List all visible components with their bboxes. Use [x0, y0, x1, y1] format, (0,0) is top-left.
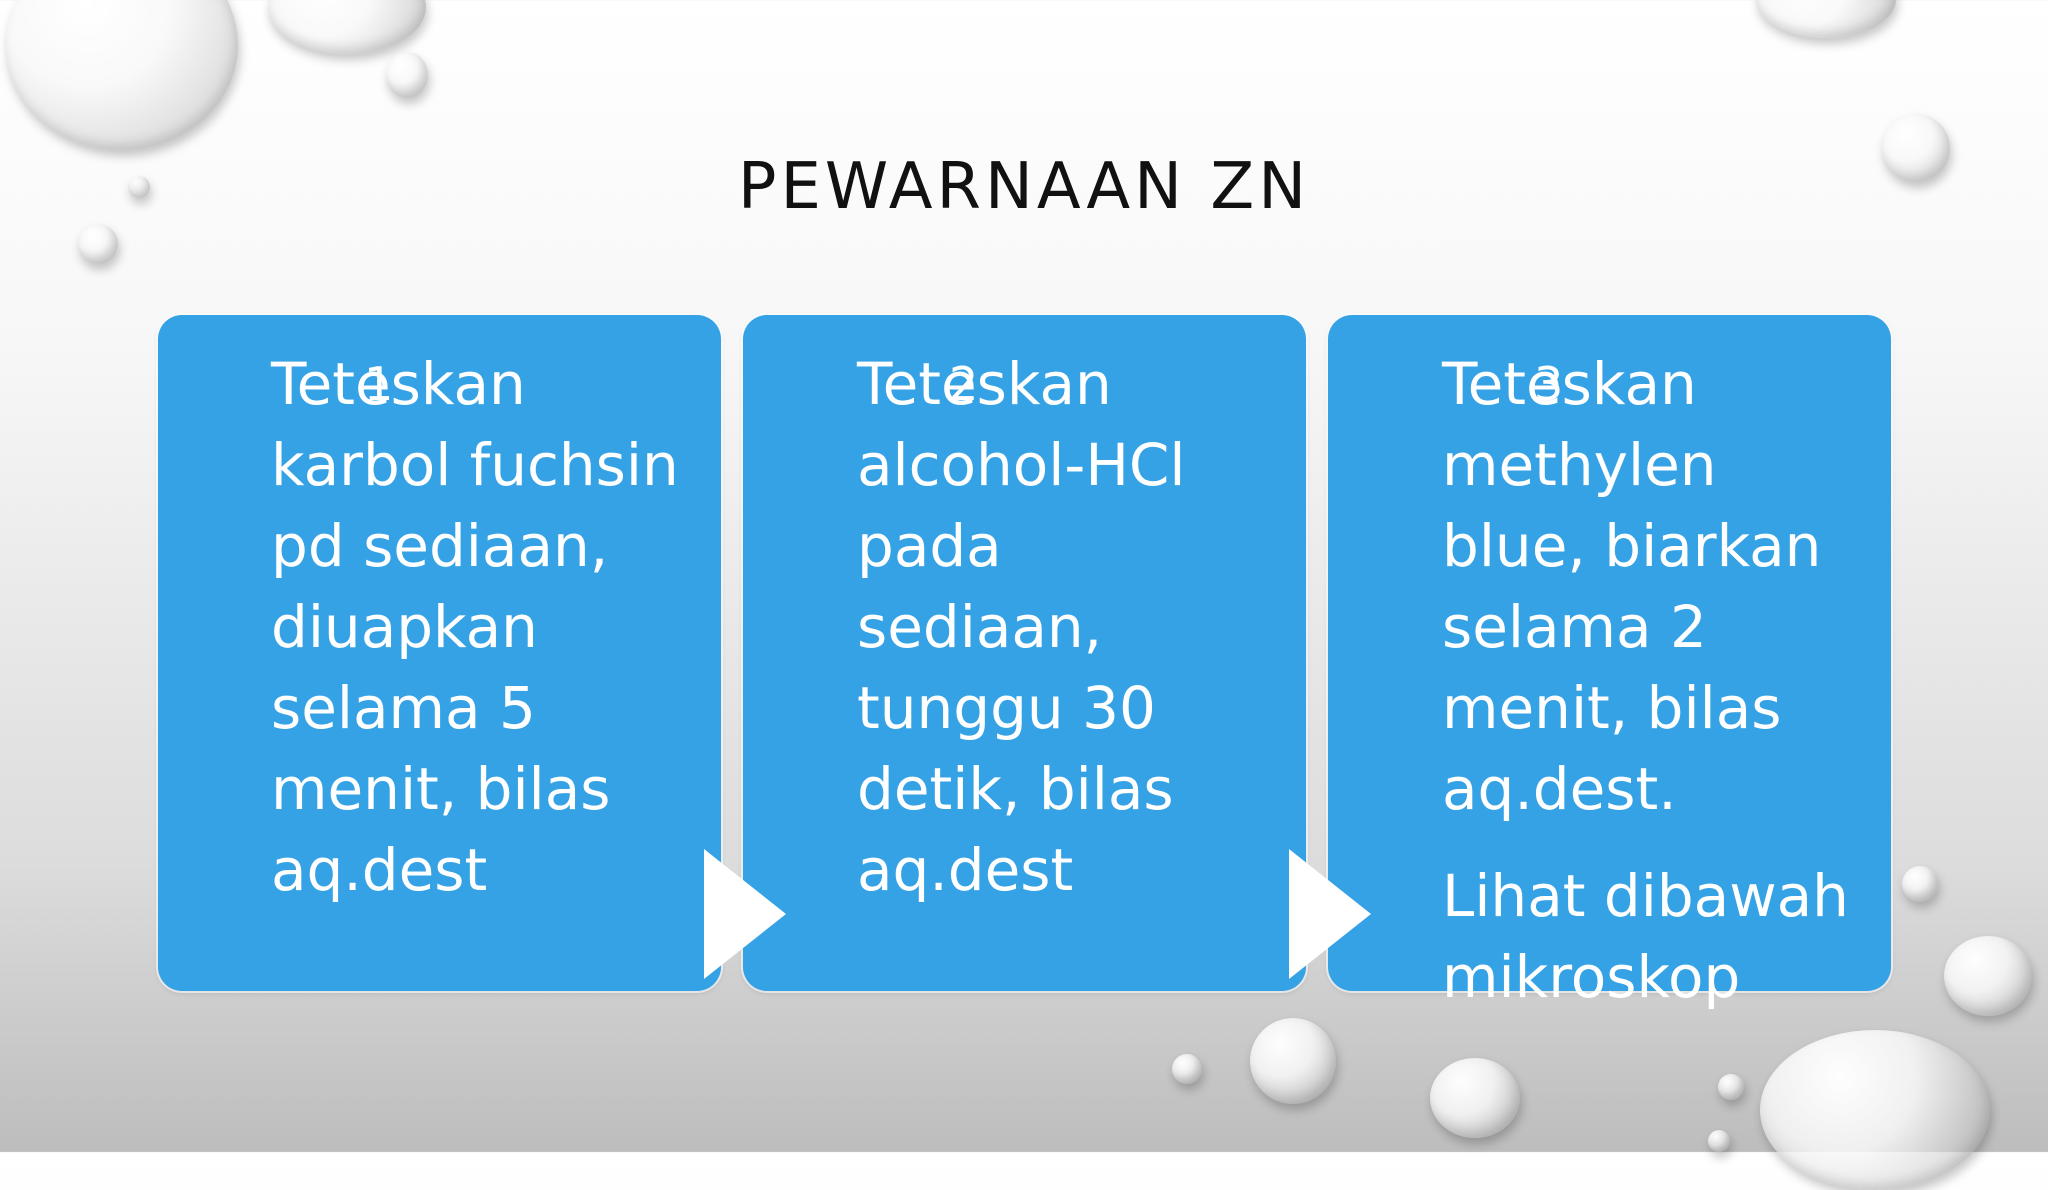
step-line: aq.dest.	[1442, 755, 1677, 823]
water-drop-decoration	[1944, 936, 2032, 1016]
step-marker-1: 1	[364, 357, 394, 411]
step-line: menit, bilas	[271, 755, 611, 823]
next-step-arrow-icon	[704, 849, 786, 979]
water-drop-decoration	[1430, 1058, 1520, 1138]
step-line: aq.dest	[271, 836, 488, 904]
water-drop-decoration	[1172, 1054, 1202, 1084]
step-line: diuapkan	[271, 593, 538, 661]
water-drop-decoration	[386, 52, 428, 98]
water-drop-decoration	[1756, 0, 1896, 38]
line-gap	[1442, 830, 1881, 856]
step-line: karbol fuchsin	[271, 431, 679, 499]
step-line: methylen	[1442, 431, 1717, 499]
step-2-text: Teteskan alcohol-HCl pada sediaan, tungg…	[857, 344, 1296, 911]
water-drop-decoration	[6, 0, 238, 150]
next-step-arrow-icon	[1289, 849, 1371, 979]
step-line: aq.dest	[857, 836, 1074, 904]
step-line: sediaan,	[857, 593, 1103, 661]
step-line: Teteskan	[1442, 350, 1697, 418]
step-box-1: Teteskan karbol fuchsin pd sediaan, diua…	[158, 315, 721, 991]
step-line: Teteskan	[271, 350, 526, 418]
step-line: alcohol-HCl	[857, 431, 1186, 499]
water-drop-decoration	[1902, 866, 1938, 902]
step-line: mikroskop	[1442, 943, 1741, 1011]
water-drop-decoration	[1708, 1130, 1730, 1152]
step-marker-3: 3	[1534, 357, 1564, 411]
step-line: Lihat dibawah	[1442, 862, 1849, 930]
step-line: menit, bilas	[1442, 674, 1782, 742]
step-1-text: Teteskan karbol fuchsin pd sediaan, diua…	[271, 344, 711, 911]
water-drop-decoration	[1250, 1018, 1336, 1104]
step-box-3: Teteskan methylen blue, biarkan selama 2…	[1328, 315, 1891, 1011]
water-drop-decoration	[128, 176, 150, 198]
step-line: tunggu 30	[857, 674, 1156, 742]
step-box-2: Teteskan alcohol-HCl pada sediaan, tungg…	[743, 315, 1306, 991]
step-line: detik, bilas	[857, 755, 1174, 823]
step-line: selama 2	[1442, 593, 1707, 661]
step-line: Teteskan	[857, 350, 1112, 418]
water-drop-decoration	[1760, 1030, 1990, 1190]
step-line: blue, biarkan	[1442, 512, 1822, 580]
water-drop-decoration	[78, 224, 118, 264]
water-drop-decoration	[1882, 114, 1950, 182]
step-line: pd sediaan,	[271, 512, 609, 580]
water-drop-decoration	[1718, 1074, 1744, 1100]
step-line: selama 5	[271, 674, 536, 742]
step-3-text: Teteskan methylen blue, biarkan selama 2…	[1442, 344, 1881, 1018]
water-drop-decoration	[268, 0, 426, 54]
slide-title: PEWARNAAN ZN	[737, 150, 1311, 224]
step-marker-2: 2	[949, 357, 979, 411]
step-line: pada	[857, 512, 1002, 580]
